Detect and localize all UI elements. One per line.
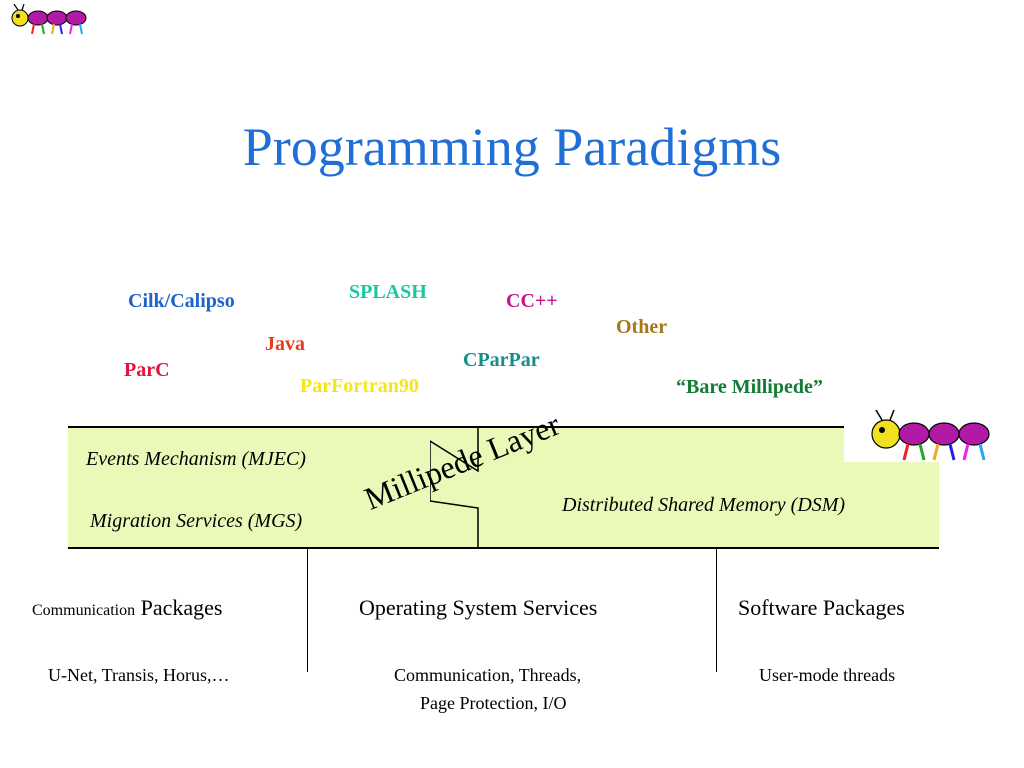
dsm-label: Distributed Shared Memory (DSM) <box>562 494 846 516</box>
column-detail: User-mode threads <box>759 665 896 685</box>
column-detail: Page Protection, I/O <box>420 693 567 713</box>
band-divider <box>430 426 479 548</box>
language-label: SPLASH <box>349 281 427 303</box>
communication-packages-heading: Communication Packages <box>32 597 222 619</box>
language-label: “Bare Millipede” <box>676 376 823 398</box>
column-detail: Communication, Threads, <box>394 665 582 685</box>
language-label: CParPar <box>463 349 540 371</box>
language-label: ParFortran90 <box>300 375 419 397</box>
language-label: Other <box>616 316 668 338</box>
language-label: Java <box>265 333 305 355</box>
migration-services-label: Migration Services (MGS) <box>90 510 303 532</box>
column-heading-small: Communication <box>32 602 136 619</box>
band-top-border <box>68 426 478 428</box>
software-packages-heading: Software Packages <box>738 595 905 620</box>
ant-icon <box>871 410 990 461</box>
language-label: CC++ <box>506 290 558 312</box>
column-divider <box>716 548 717 672</box>
ant-icon <box>11 4 87 35</box>
page-title: Programming Paradigms <box>242 117 782 177</box>
column-detail: U-Net, Transis, Horus,… <box>48 665 230 685</box>
column-heading: Packages <box>140 595 223 620</box>
os-services-heading: Operating System Services <box>359 595 598 620</box>
column-divider <box>307 548 308 672</box>
events-mechanism-label: Events Mechanism (MJEC) <box>86 448 306 470</box>
band-top-border <box>478 426 844 428</box>
millipede-layer-band <box>68 426 939 549</box>
language-label: ParC <box>124 359 170 381</box>
language-label: Cilk/Calipso <box>128 290 235 312</box>
